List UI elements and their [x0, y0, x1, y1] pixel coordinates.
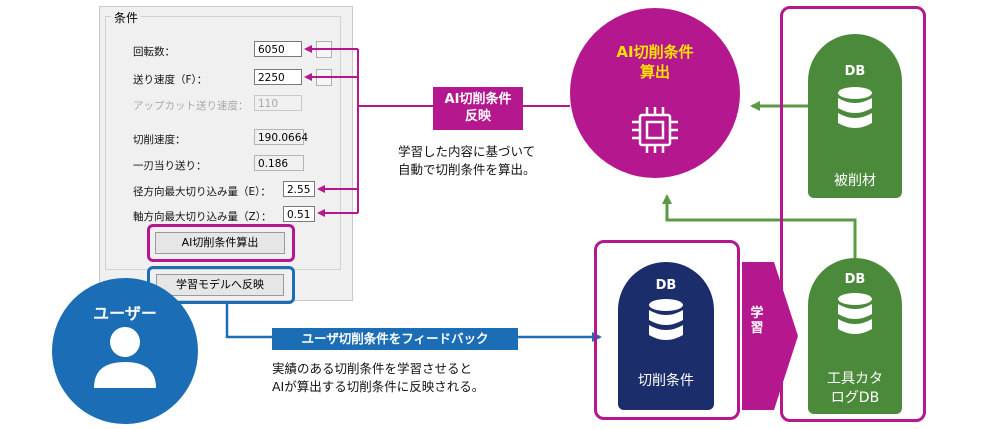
db-group-frame	[780, 6, 926, 422]
workpiece-db-badge: DB	[844, 64, 866, 79]
learning-arrow	[742, 262, 798, 410]
cutting-db-label: 切削条件	[638, 373, 694, 389]
workpiece-db-node	[808, 34, 902, 198]
user-title: ユーザー	[93, 304, 157, 323]
learning-label: 学習	[750, 306, 764, 336]
reflect-connector	[304, 45, 570, 217]
field-label-axial-depth: 軸方向最大切り込み量（Z）：	[133, 211, 272, 223]
conditions-group	[105, 16, 341, 270]
feed-rate-input[interactable]: 2250	[254, 69, 302, 85]
feedback-note-line2: AIが算出する切削条件に反映される。	[272, 379, 485, 394]
feedback-note-line1: 実績のある切削条件を学習させると	[272, 361, 473, 376]
workpiece-db-label: 被削材	[834, 173, 876, 189]
database-icon	[838, 293, 872, 334]
ai-calc-title: AI切削条件 算出	[570, 42, 740, 82]
field-label-upcut-feed: アップカット送り速度：	[133, 100, 249, 112]
database-icon	[649, 299, 683, 340]
ai-calc-title-line2: 算出	[639, 63, 670, 81]
ai-reflect-tag-line2: 反映	[464, 109, 491, 124]
ai-calc-title-line1: AI切削条件	[616, 43, 694, 61]
catalog-db-badge: DB	[844, 272, 866, 287]
cutting-db-badge: DB	[655, 278, 677, 293]
ai-reflect-tag-line1: AI切削条件	[444, 92, 512, 107]
catalog-db-label-line1: 工具カタ	[827, 371, 883, 387]
field-label-cutting-speed: 切削速度：	[133, 134, 186, 146]
rpm-input[interactable]: 6050	[254, 41, 302, 57]
radial-depth-input[interactable]: 2.55	[283, 181, 315, 197]
field-label-radial-depth: 径方向最大切り込み量（E）：	[133, 186, 271, 198]
user-icon	[94, 327, 156, 388]
cutting-db-frame	[594, 240, 740, 420]
ai-note-line1: 学習した内容に基づいて	[398, 144, 536, 159]
feedback-tag: ユーザ切削条件をフィードバック	[272, 328, 518, 350]
upcut-feed-input: 110	[254, 95, 302, 111]
group-title: 条件	[111, 9, 142, 26]
ai-note: 学習した内容に基づいて 自動で切削条件を算出。	[398, 143, 536, 179]
catalog-db-node	[808, 258, 902, 414]
ai-calc-button[interactable]: AI切削条件算出	[155, 232, 285, 254]
field-label-feed-rate: 送り速度（F）：	[133, 74, 208, 86]
chip-icon	[632, 107, 678, 153]
field-label-rpm: 回転数：	[133, 46, 175, 58]
ai-calc-highlight-frame	[147, 224, 295, 262]
field-label-feed-per-tooth: 一刃当り送り：	[133, 160, 207, 172]
feedback-note: 実績のある切削条件を学習させると AIが算出する切削条件に反映される。	[272, 360, 484, 396]
database-icon	[838, 87, 872, 128]
catalog-db-label-line2: ログDB	[830, 390, 880, 406]
catalog-db-label: 工具カタ ログDB	[808, 370, 902, 408]
cutting-speed-value: 190.0664	[254, 129, 308, 145]
ai-reflect-tag: AI切削条件 反映	[433, 87, 523, 130]
feed-per-tooth-value: 0.186	[254, 155, 304, 171]
ai-note-line2: 自動で切削条件を算出。	[398, 162, 536, 177]
axial-depth-input[interactable]: 0.51	[283, 206, 315, 222]
